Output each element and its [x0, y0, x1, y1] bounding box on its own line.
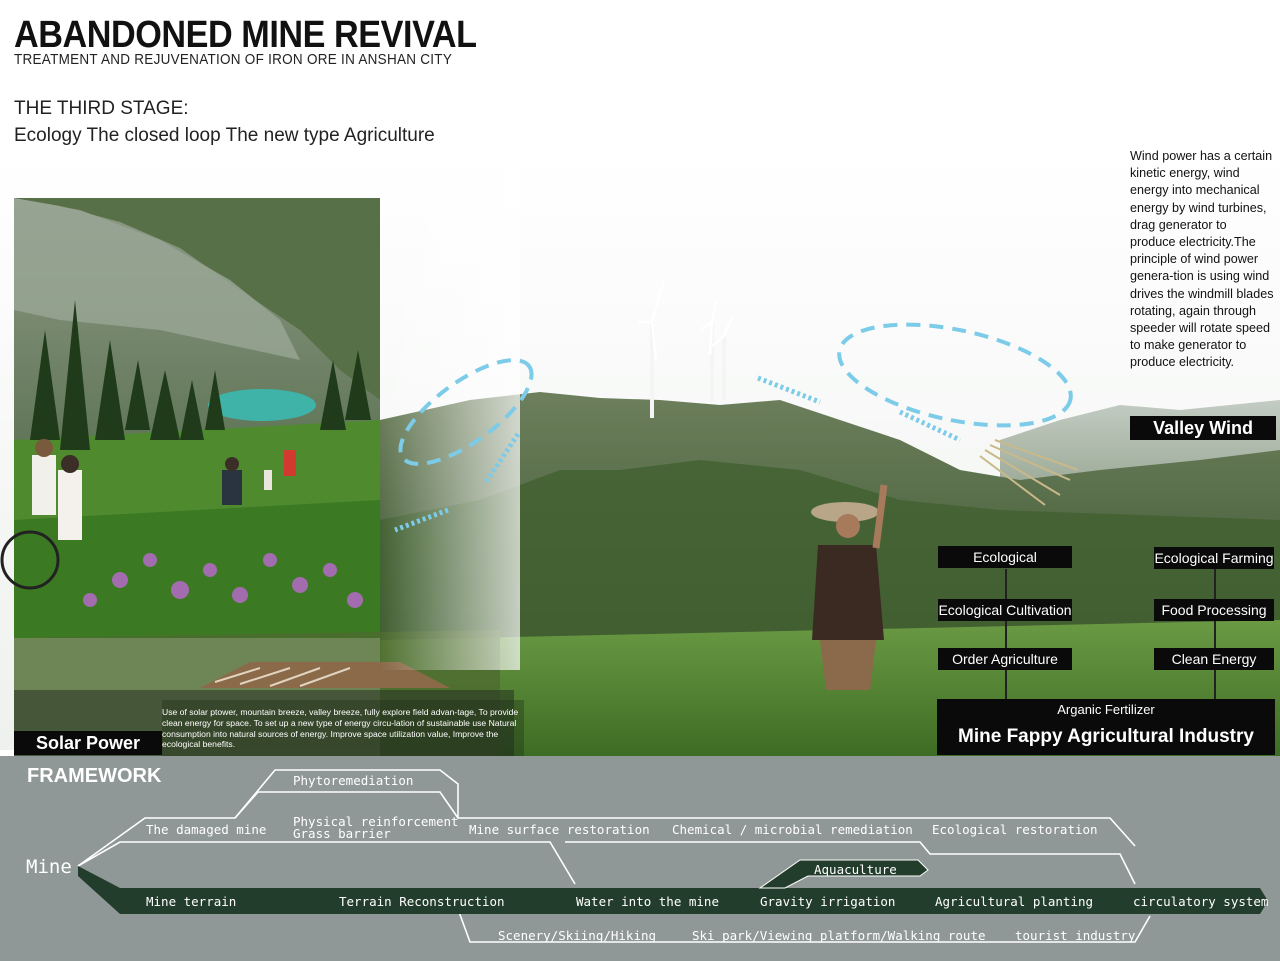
- agri-connector-right: [1214, 569, 1216, 699]
- agri-tag-ecological-cultivation: Ecological Cultivation: [938, 599, 1072, 621]
- stage-description: Ecology The closed loop The new type Agr…: [14, 125, 435, 146]
- fw-lower-tourist-industry: tourist industry: [1015, 928, 1136, 943]
- solar-power-tag: Solar Power: [14, 731, 162, 755]
- page-title: ABANDONED MINE REVIVAL: [14, 14, 477, 56]
- framework-diagram: [77, 769, 1268, 943]
- page-subtitle: TREATMENT AND REJUVENATION OF IRON ORE I…: [14, 51, 453, 68]
- agri-tag-clean-energy: Clean Energy: [1154, 648, 1274, 670]
- fw-phytoremediation: Phytoremediation: [293, 773, 414, 788]
- solar-power-description: Use of solar ptower, mountain breeze, va…: [162, 707, 519, 750]
- fertilizer-label: Arganic Fertilizer: [1057, 702, 1155, 717]
- framework-title: FRAMEWORK: [27, 765, 162, 787]
- fw-surface-restoration: Mine surface restoration: [469, 822, 650, 837]
- agri-tag-ecological: Ecological: [938, 546, 1072, 568]
- fw-chemical-remediation: Chemical / microbial remediation: [672, 822, 913, 837]
- wind-power-description: Wind power has a certain kinetic energy,…: [1130, 149, 1274, 370]
- framework-band: [0, 756, 1280, 961]
- fw-main-circulatory-system: circulatory system: [1133, 894, 1269, 909]
- fw-lower-ski-park: Ski park/Viewing platform/Walking route: [692, 928, 986, 943]
- fw-lower-scenery: Scenery/Skiing/Hiking: [498, 928, 657, 943]
- fw-main-water-into-mine: Water into the mine: [576, 894, 719, 909]
- agri-industry-box: [937, 699, 1275, 755]
- valley-wind-tag: Valley Wind: [1130, 416, 1276, 440]
- fw-main-agricultural-planting: Agricultural planting: [935, 894, 1094, 909]
- fw-main-terrain-reconstruction: Terrain Reconstruction: [339, 894, 505, 909]
- fw-main-gravity-irrigation: Gravity irrigation: [760, 894, 896, 909]
- fw-damaged-mine: The damaged mine: [146, 822, 267, 837]
- industry-label: Mine Fappy Agricultural Industry: [958, 726, 1254, 747]
- agri-tag-ecological-farming: Ecological Farming: [1154, 547, 1274, 569]
- framework-aquaculture-path: [758, 859, 929, 889]
- fw-physical-reinforcement: Physical reinforcement: [293, 814, 459, 829]
- fw-aquaculture: Aquaculture: [814, 862, 897, 877]
- stage-heading: THE THIRD STAGE:: [14, 98, 189, 119]
- fw-main-mine-terrain: Mine terrain: [146, 894, 237, 909]
- agri-tag-order-agriculture: Order Agriculture: [938, 648, 1072, 670]
- landscape-illustration: [0, 150, 1280, 757]
- agri-tag-food-processing: Food Processing: [1154, 599, 1274, 621]
- framework-main-path: [78, 866, 1268, 914]
- fw-ecological-restoration: Ecological restoration: [932, 822, 1098, 837]
- fw-grass-barrier: Grass barrier: [293, 826, 391, 841]
- agri-connector-left: [1005, 569, 1007, 699]
- framework-root-mine: Mine: [26, 856, 72, 878]
